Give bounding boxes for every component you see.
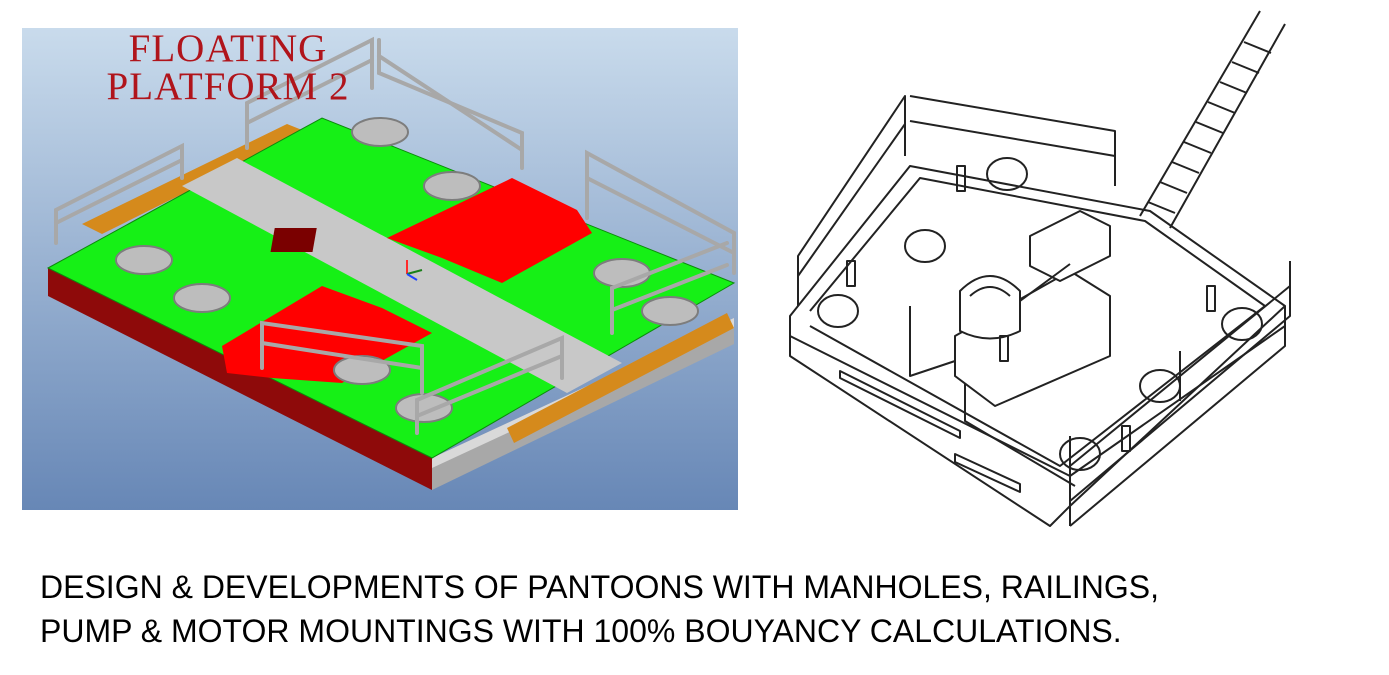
manhole-cover-icon — [351, 117, 409, 147]
manhole-group — [115, 117, 699, 423]
railing-back-left — [245, 36, 374, 150]
platform-line-drawing — [770, 6, 1330, 546]
caption-line2: PUMP & MOTOR MOUNTINGS WITH 100% BOUYANC… — [40, 613, 1122, 649]
platform-render-image: FLOATING PLATFORM 2 — [22, 28, 738, 510]
skid-right — [954, 453, 1021, 493]
manhole-cover-icon — [641, 296, 699, 326]
red-pad-upper — [387, 178, 592, 283]
manhole-cover-icon — [333, 355, 391, 385]
manhole-cover-icon — [173, 283, 231, 313]
railing-left — [797, 95, 906, 306]
walkway — [182, 158, 622, 393]
platform-render-svg — [22, 28, 738, 510]
manhole-cover-icon — [395, 393, 453, 423]
caption-line1: DESIGN & DEVELOPMENTS OF PANTOONS WITH M… — [40, 569, 1159, 605]
ladder — [1139, 10, 1286, 229]
manhole-cover-icon — [1059, 437, 1101, 471]
line-drawing-svg — [789, 10, 1291, 527]
manhole-cover-icon — [904, 229, 946, 263]
render-title-line2: PLATFORM 2 — [106, 65, 350, 108]
render-title-line1: FLOATING — [128, 27, 328, 70]
render-title: FLOATING PLATFORM 2 — [68, 27, 388, 108]
motor-block — [1029, 210, 1111, 282]
manhole-cover-icon — [817, 294, 859, 328]
manhole-cover-icon — [115, 245, 173, 275]
center-hatch — [270, 228, 317, 252]
pump-casing — [959, 275, 1021, 340]
skid-left — [839, 370, 961, 439]
skid-right — [507, 313, 734, 443]
railing-group — [54, 36, 736, 435]
skid-back — [82, 124, 307, 234]
manhole-cover-icon — [1139, 369, 1181, 403]
axis-triad — [406, 260, 423, 281]
railing-back — [909, 95, 1116, 186]
manhole-cover-icon — [423, 171, 481, 201]
manhole-group — [817, 157, 1263, 471]
caption: DESIGN & DEVELOPMENTS OF PANTOONS WITH M… — [40, 565, 1370, 653]
manhole-cover-icon — [1221, 307, 1263, 341]
manhole-cover-icon — [986, 157, 1028, 191]
hull-side-front — [48, 268, 432, 490]
bollards — [846, 165, 1216, 452]
